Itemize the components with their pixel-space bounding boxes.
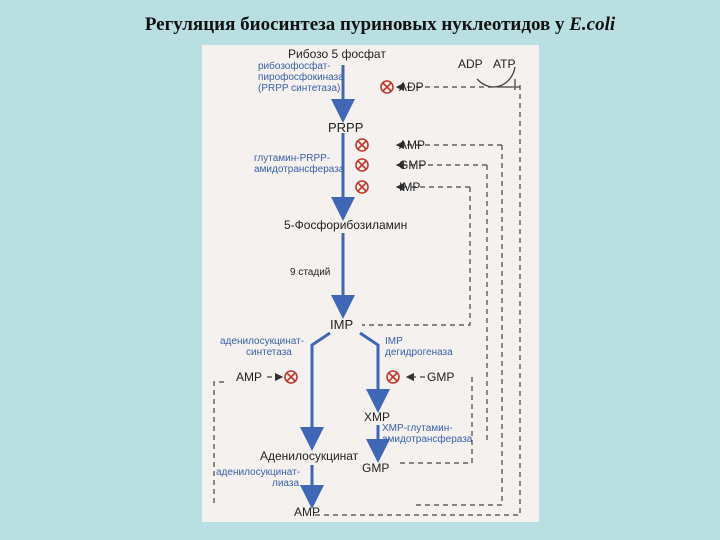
inhibit-icon: [380, 80, 394, 94]
inhibitor-gmp: GMP: [399, 158, 427, 172]
node-adenylosuccinate: Аденилосукцинат: [260, 449, 359, 463]
enzyme-line: рибозофосфат-: [258, 61, 331, 72]
enzyme-glutamine-prpp: глутамин-PRPP- амидотрансфераза: [254, 153, 344, 175]
feedback-amp-branch-loop: [213, 381, 226, 503]
node-ribose: Рибозо 5 фосфат: [288, 47, 386, 61]
slide-title: Регуляция биосинтеза пуриновых нуклеотид…: [0, 14, 720, 36]
feedback-adp: [476, 66, 516, 90]
pathway-diagram: Рибозо 5 фосфат PRPP 5-Фосфорибозиламин …: [202, 45, 539, 522]
pathway-svg: [213, 65, 521, 516]
inhibitor-amp: AMP: [399, 138, 426, 152]
inhibitor-imp: IMP: [399, 180, 421, 194]
enzyme-line: аденилосукцинат-: [216, 467, 301, 478]
enzyme-line: аденилосукцинат-: [220, 336, 305, 347]
enzyme-line: лиаза: [272, 478, 300, 489]
label-top-atp: ATP: [493, 57, 516, 71]
inhibitor-gmp-branch: GMP: [427, 370, 455, 384]
arrow-imp-adenylosuccinate: [300, 331, 331, 451]
label-top-adp: ADP: [458, 57, 483, 71]
title-main: Регуляция биосинтеза пуриновых нуклеотид…: [144, 14, 570, 35]
node-prpp: PRPP: [328, 120, 364, 135]
node-phosphoribosylamine: 5-Фосфорибозиламин: [284, 218, 408, 232]
feedback-gmp-branch-loop: [397, 377, 473, 464]
enzyme-xmp-glutamine: XMP-глутамин- амидотрансфераза: [382, 423, 472, 445]
enzyme-line: амидотрансфераза: [382, 434, 473, 445]
node-amp: AMP: [294, 505, 321, 519]
inhibitor-adp: ADP: [399, 80, 424, 94]
inhibitor-amp-branch: AMP: [236, 370, 263, 384]
inhibit-icon: [284, 370, 298, 384]
enzyme-adenylosuccinate-lyase: аденилосукцинат- лиаза: [216, 467, 300, 489]
node-xmp: XMP: [364, 410, 391, 424]
feedback-outer-loop: [312, 85, 521, 516]
title-organism: E.coli: [569, 14, 616, 35]
inhibit-icon: [386, 370, 400, 384]
enzyme-line: пирофосфокиназа: [258, 72, 344, 83]
inhibit-icon: [355, 138, 369, 152]
inhibit-icon: [355, 158, 369, 172]
enzyme-adenylosuccinate-synthetase: аденилосукцинат- синтетаза: [220, 336, 304, 358]
enzyme-line: IMP: [385, 336, 403, 347]
enzyme-line: амидотрансфераза: [254, 164, 345, 175]
inhibit-icon: [355, 180, 369, 194]
node-gmp: GMP: [362, 461, 390, 475]
arrow-imp-xmp: [359, 331, 390, 413]
enzyme-prpp-synthetase: рибозофосфат- пирофосфокиназа (PRPP синт…: [258, 61, 344, 94]
enzyme-line: глутамин-PRPP-: [254, 153, 331, 164]
feedback-imp-loop: [362, 187, 471, 326]
enzyme-imp-dehydrogenase: IMP дегидрогеназа: [385, 336, 453, 358]
node-imp: IMP: [330, 317, 354, 332]
feedback-gmp-loop: [412, 145, 503, 506]
enzyme-line: XMP-глутамин-: [382, 423, 453, 434]
enzyme-line: (PRPP синтетаза): [258, 83, 341, 94]
label-nine-steps: 9 стадий: [290, 267, 331, 278]
enzyme-line: дегидрогеназа: [385, 347, 453, 358]
enzyme-line: синтетаза: [246, 347, 292, 358]
